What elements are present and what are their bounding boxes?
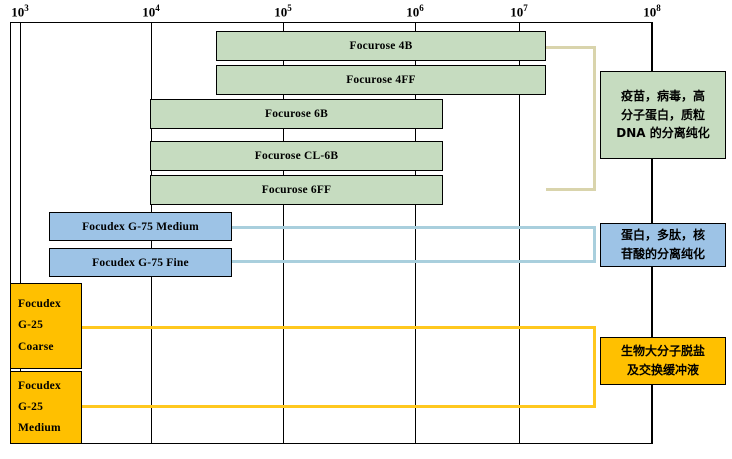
- axis-tick-1e6: 106: [406, 3, 424, 20]
- legend-line: 及交换缓冲液: [626, 363, 699, 377]
- green-group-bracket: [546, 46, 596, 191]
- bar-focudex-g75-fine[interactable]: Focudex G-75 Fine: [49, 248, 232, 277]
- gridline-1e5: [283, 22, 284, 444]
- axis-tick-1e5: 105: [274, 3, 292, 20]
- legend-line: DNA 的分离纯化: [616, 126, 710, 141]
- bar-focurose-cl-6b[interactable]: Focurose CL-6B: [150, 141, 443, 171]
- legend-line: 生物大分子脱盐: [620, 344, 705, 359]
- axis-tick-1e4: 104: [142, 3, 160, 20]
- blue-group-bracket: [231, 226, 596, 263]
- bar-focurose-6b[interactable]: Focurose 6B: [150, 99, 443, 129]
- bar-label-line: Focudex: [18, 379, 61, 392]
- gold-group-bracket: [81, 326, 596, 408]
- gridline-1e7: [519, 22, 520, 444]
- bar-label-line: Focudex: [18, 298, 61, 311]
- gridline-1e3: [20, 22, 21, 444]
- axis-tick-1e8: 108: [643, 3, 661, 20]
- legend-green-applications: 疫苗，病毒，高 分子蛋白，质粒 DNA 的分离纯化: [600, 71, 726, 159]
- bar-label-line: Coarse: [18, 340, 54, 353]
- axis-tick-1e7: 107: [510, 3, 528, 20]
- legend-line: 苷酸的分离纯化: [620, 247, 705, 261]
- legend-line: 蛋白，多肽，核: [620, 228, 705, 243]
- legend-blue-applications: 蛋白，多肽，核 苷酸的分离纯化: [600, 223, 726, 267]
- bar-focurose-4b[interactable]: Focurose 4B: [216, 31, 546, 61]
- legend-line: 分子蛋白，质粒: [620, 107, 705, 122]
- legend-gold-applications: 生物大分子脱盐 及交换缓冲液: [600, 337, 726, 385]
- bar-focudex-g25-medium[interactable]: Focudex G-25 Medium: [10, 371, 82, 444]
- bar-label-line: G-25: [18, 319, 44, 332]
- bar-label-line: Medium: [18, 422, 61, 435]
- legend-line: 疫苗，病毒，高: [620, 89, 705, 104]
- bar-focudex-g75-medium[interactable]: Focudex G-75 Medium: [49, 212, 232, 241]
- bar-focurose-4ff[interactable]: Focurose 4FF: [216, 65, 546, 95]
- axis-tick-1e3: 103: [11, 3, 29, 20]
- bar-label-line: G-25: [18, 400, 44, 413]
- bar-focurose-6ff[interactable]: Focurose 6FF: [150, 175, 443, 205]
- bar-focudex-g25-coarse[interactable]: Focudex G-25 Coarse: [10, 283, 82, 369]
- gridline-1e6: [415, 22, 416, 444]
